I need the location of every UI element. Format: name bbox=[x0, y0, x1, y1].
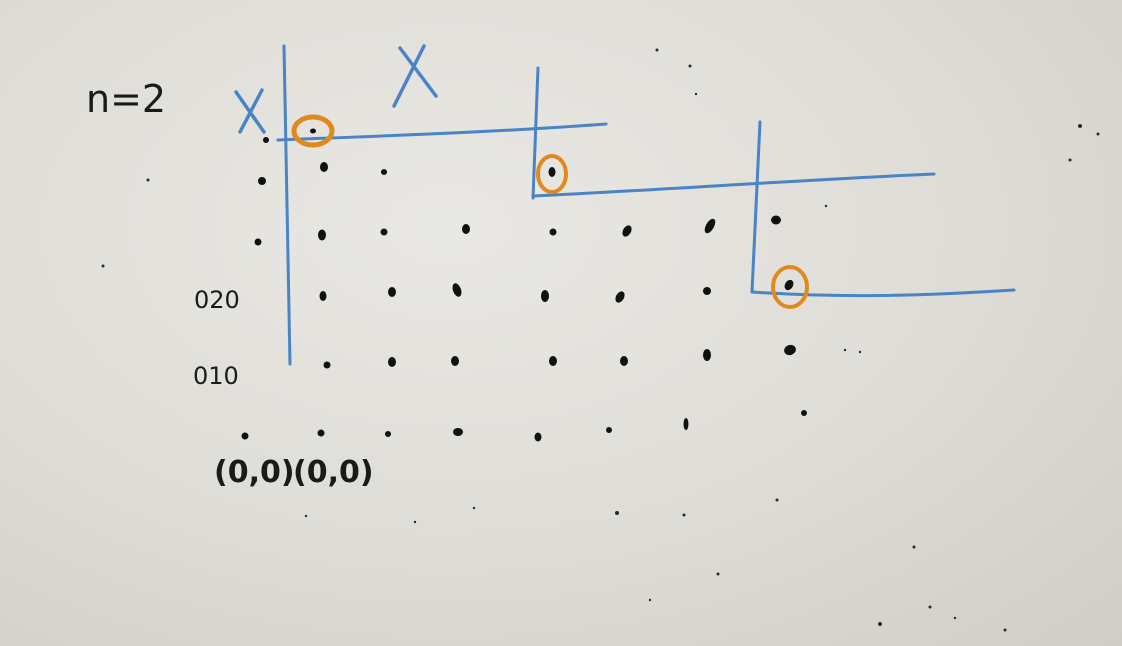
dot bbox=[323, 361, 331, 369]
dot bbox=[310, 128, 316, 134]
n-label: n=2 bbox=[86, 77, 166, 121]
blue-partition-lines bbox=[276, 44, 1016, 366]
dot bbox=[380, 228, 388, 236]
blue-vertical-line-2 bbox=[531, 66, 540, 200]
dot bbox=[258, 177, 266, 185]
dot bbox=[620, 356, 628, 366]
dot bbox=[452, 283, 462, 297]
dot bbox=[534, 432, 542, 442]
bottom-label-second: (0,0) bbox=[293, 455, 374, 490]
dot bbox=[771, 215, 781, 225]
dot bbox=[784, 279, 794, 291]
dot bbox=[549, 356, 557, 366]
dot bbox=[388, 357, 396, 367]
dot bbox=[615, 291, 625, 303]
dot bbox=[388, 287, 396, 297]
row-label-020: 020 bbox=[194, 286, 240, 314]
dot bbox=[784, 344, 796, 356]
dot bbox=[385, 431, 391, 437]
blue-horizontal-line-2 bbox=[531, 172, 936, 198]
dot bbox=[320, 162, 328, 172]
dot bbox=[703, 287, 711, 295]
blue-x-mark-top bbox=[392, 44, 438, 108]
dot bbox=[317, 429, 325, 437]
dot bbox=[683, 418, 689, 430]
blue-vertical-line-3 bbox=[750, 120, 762, 294]
dot bbox=[254, 238, 262, 246]
dot bbox=[703, 349, 711, 361]
dot bbox=[801, 410, 807, 416]
dot-grid bbox=[241, 128, 807, 442]
blue-vertical-line-1 bbox=[282, 44, 292, 366]
dot bbox=[606, 427, 612, 433]
dot bbox=[381, 169, 387, 175]
orange-circle-2 bbox=[536, 154, 568, 194]
dot bbox=[541, 290, 549, 302]
dot bbox=[451, 356, 459, 366]
row-label-010: 010 bbox=[193, 362, 239, 390]
orange-circle-1 bbox=[291, 114, 335, 148]
dot bbox=[622, 225, 632, 237]
bottom-label-first: (0,0) bbox=[214, 455, 295, 490]
dot bbox=[453, 428, 463, 436]
blue-horizontal-line-3 bbox=[750, 288, 1016, 298]
blue-x-mark-left bbox=[234, 88, 266, 134]
dot bbox=[549, 228, 557, 236]
board-specks bbox=[101, 48, 1100, 632]
blue-horizontal-line-1 bbox=[276, 122, 608, 142]
dot bbox=[704, 218, 716, 234]
dot bbox=[263, 137, 269, 143]
dot bbox=[241, 432, 249, 440]
dot bbox=[548, 167, 556, 177]
orange-circles bbox=[291, 114, 809, 309]
dot bbox=[319, 291, 327, 301]
orange-circle-3 bbox=[771, 265, 809, 309]
dot bbox=[462, 224, 470, 234]
dot bbox=[318, 229, 326, 241]
